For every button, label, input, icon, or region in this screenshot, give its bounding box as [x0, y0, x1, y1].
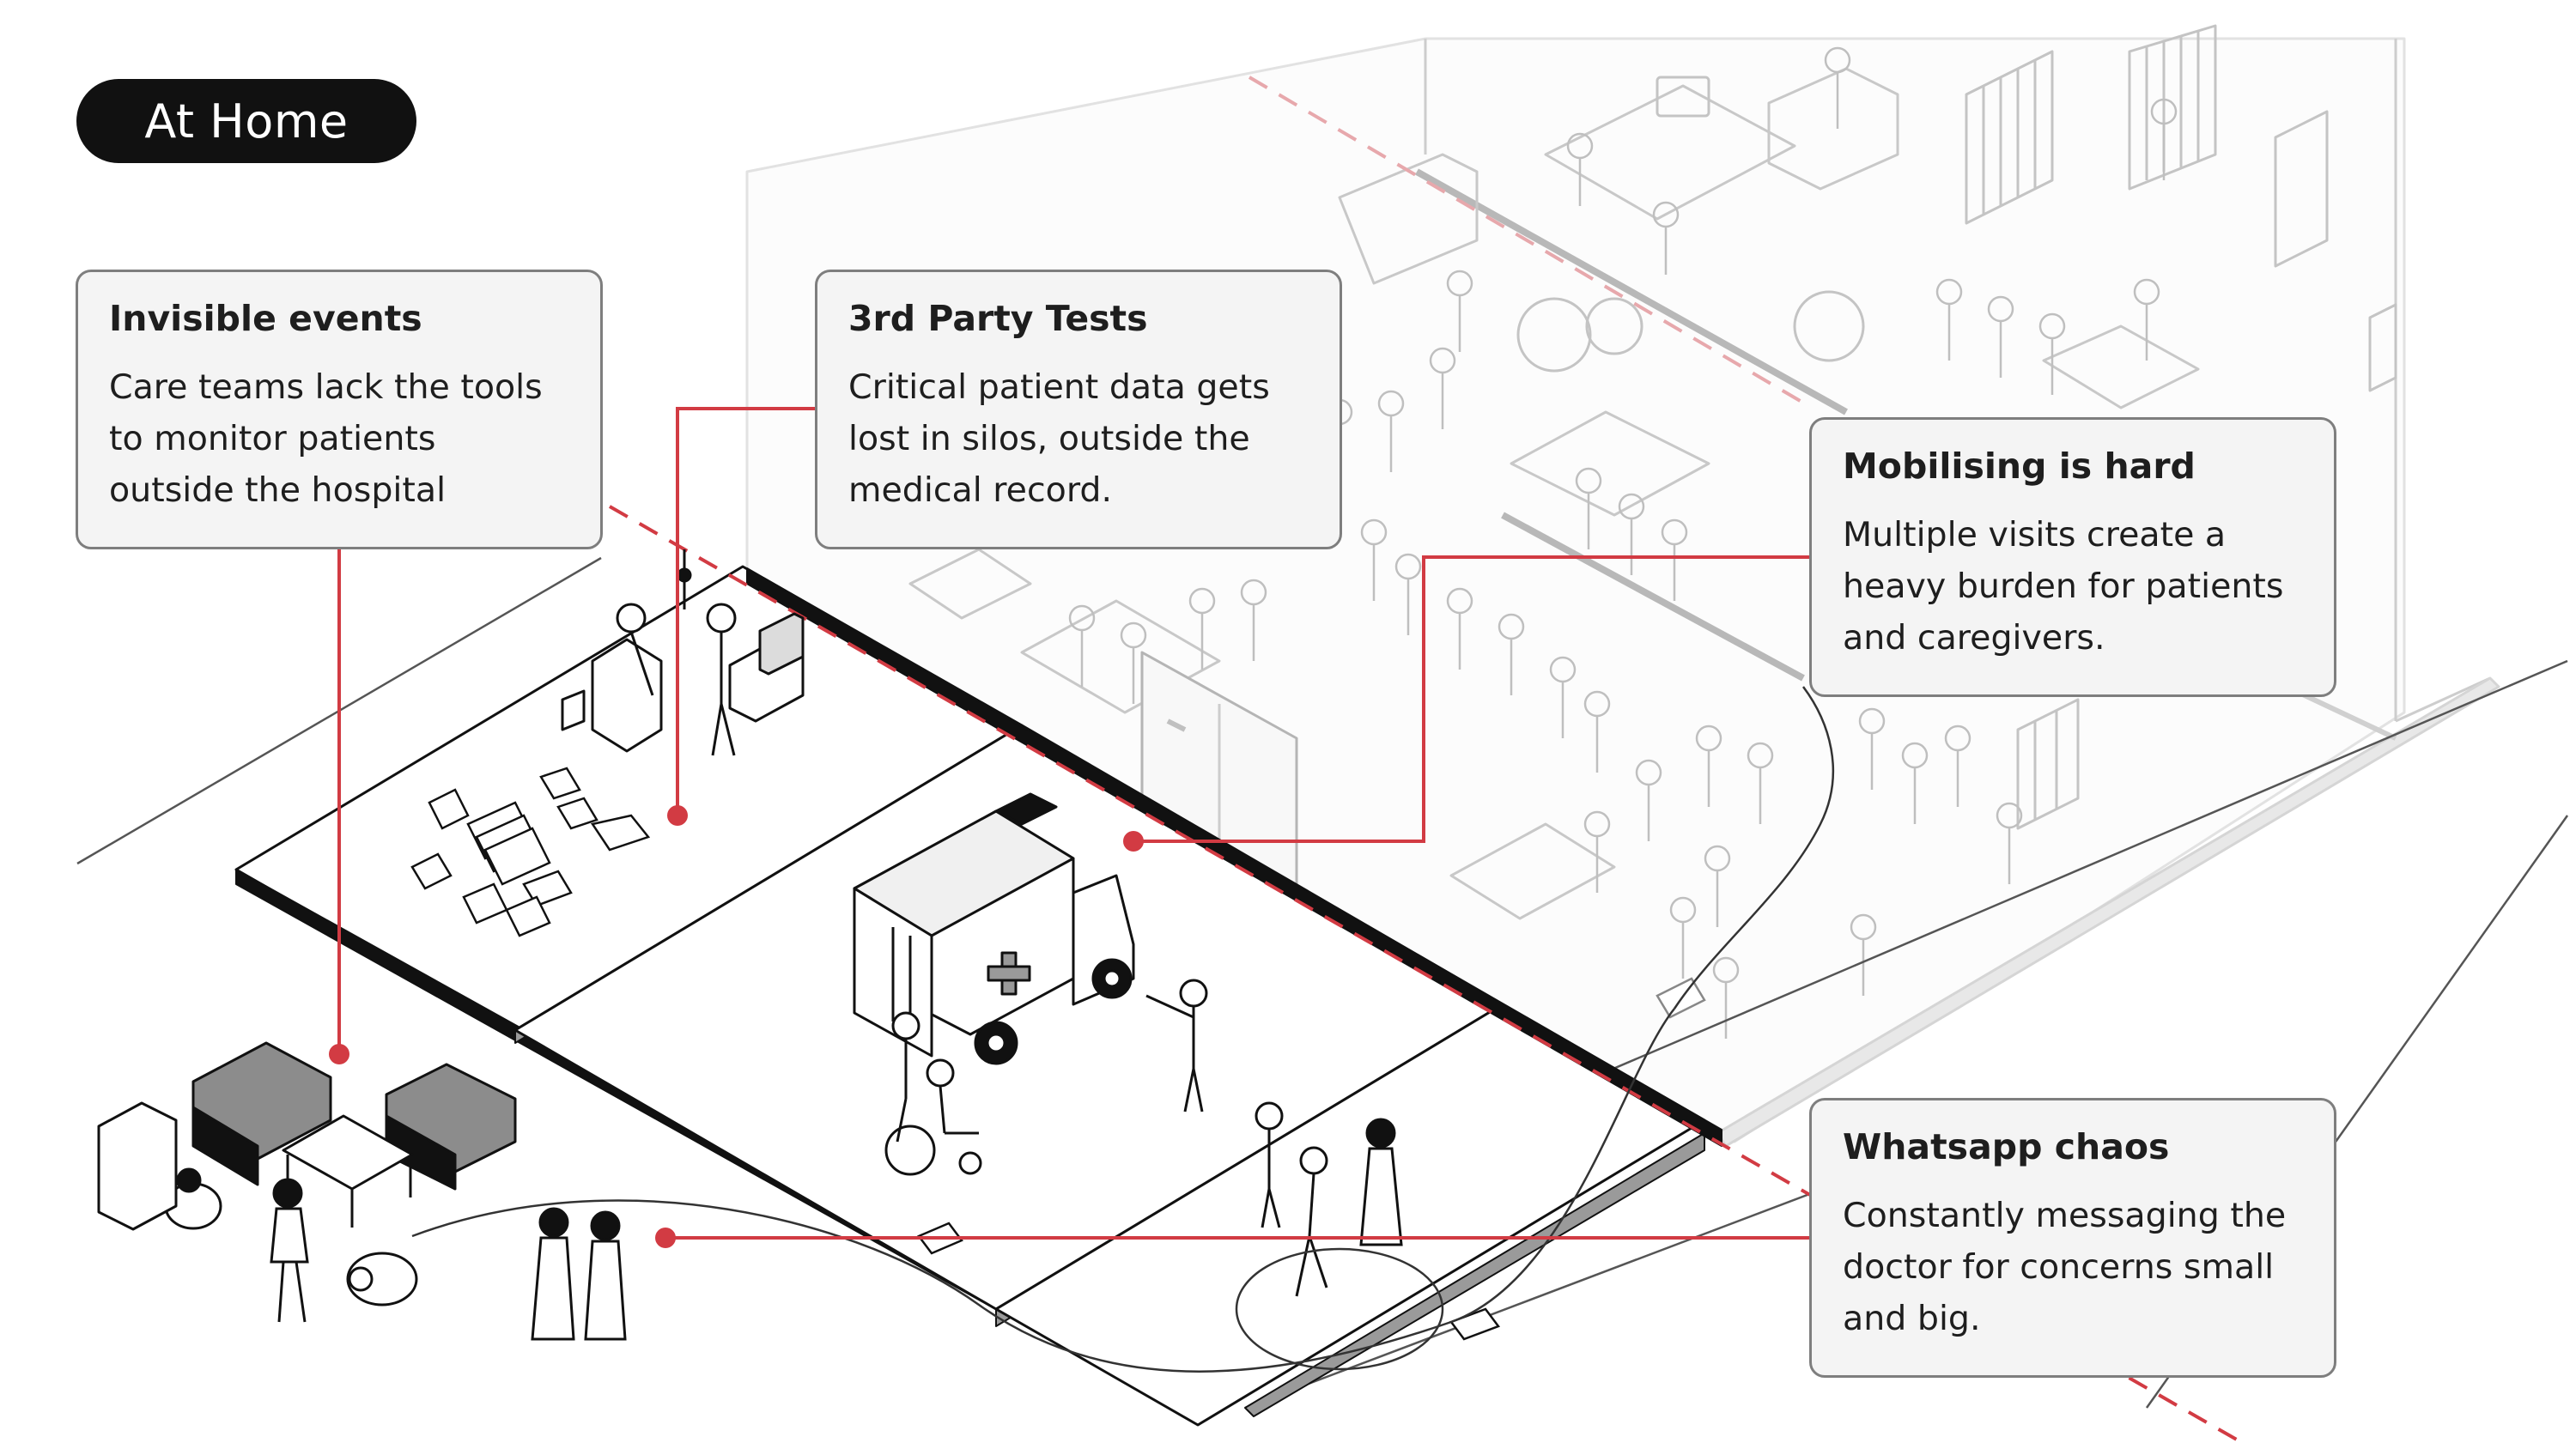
callout-body: Care teams lack the tools to monitor pat… [109, 367, 543, 510]
callout-body: Constantly messaging the doctor for conc… [1843, 1196, 2287, 1338]
callout-title: Mobilising is hard [1843, 446, 2196, 487]
callout-title: 3rd Party Tests [848, 298, 1148, 339]
home-room [561, 549, 805, 756]
armchair-icon [97, 1041, 517, 1231]
callout-invisible-events: Invisible events Care teams lack the too… [76, 270, 603, 549]
callout-connectors [337, 407, 1809, 1240]
message-paths [411, 686, 1835, 1373]
callout-title: Whatsapp chaos [1843, 1126, 2170, 1167]
callout-3rd-party-tests: 3rd Party Tests Critical patient data ge… [815, 270, 1342, 549]
wheelchair-icon [884, 1011, 982, 1176]
person-icon [164, 979, 1444, 1371]
callout-body: Critical patient data gets lost in silos… [848, 367, 1270, 510]
isometric-slabs [234, 565, 1722, 1427]
document-pile-icon [410, 767, 651, 937]
section-label-pill: At Home [76, 79, 416, 163]
callout-whatsapp-chaos: Whatsapp chaos Constantly messaging the … [1809, 1098, 2336, 1378]
callout-title: Invisible events [109, 298, 422, 339]
callout-mobilising-is-hard: Mobilising is hard Multiple visits creat… [1809, 417, 2336, 697]
connector-dots [329, 805, 1144, 1248]
boundary-dashed-line [609, 76, 2242, 1444]
callout-body: Multiple visits create a heavy burden fo… [1843, 515, 2284, 658]
